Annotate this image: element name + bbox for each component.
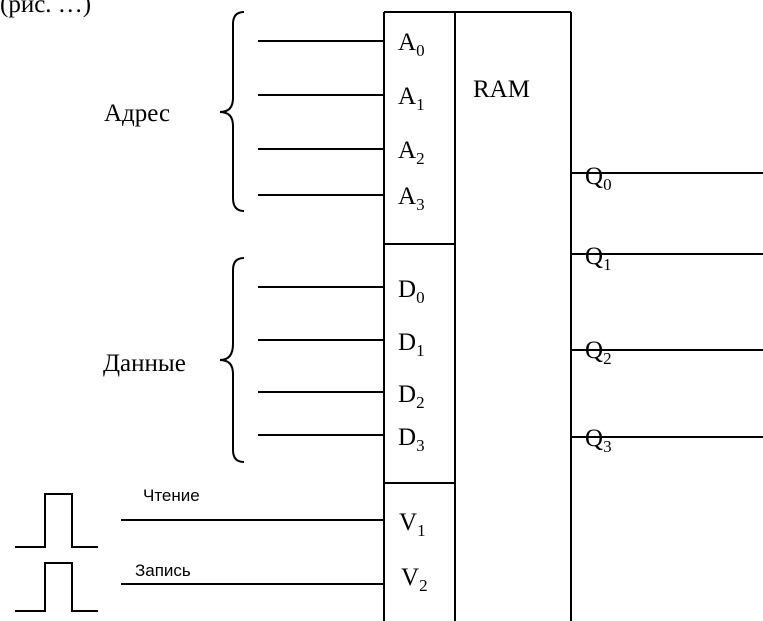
control-pins: V1 V2 <box>399 509 428 595</box>
read-pulse-icon <box>15 493 98 548</box>
read-label: Чтение <box>143 486 200 505</box>
pin-q1: Q1 <box>585 243 612 274</box>
output-pins: Q0 Q1 Q2 Q3 <box>585 163 612 456</box>
chip-label: RAM <box>473 76 530 103</box>
pin-q0: Q0 <box>585 163 612 194</box>
data-label: Данные <box>103 350 186 377</box>
pin-d0: D0 <box>398 276 425 307</box>
address-label: Адрес <box>104 100 170 127</box>
top-partial-text: (рис. …) <box>0 0 91 18</box>
pin-a1: A1 <box>398 83 425 114</box>
output-lines <box>571 172 763 438</box>
data-brace <box>219 257 245 463</box>
pin-d2: D2 <box>398 381 425 412</box>
data-lines <box>258 286 384 436</box>
pin-a2: A2 <box>398 137 425 168</box>
write-label: Запись <box>135 561 191 580</box>
address-pins: A0 A1 A2 A3 <box>398 29 425 214</box>
pin-d1: D1 <box>398 329 425 360</box>
write-pulse-icon <box>15 562 98 612</box>
pin-v1: V1 <box>399 509 426 540</box>
pin-a3: A3 <box>398 183 425 214</box>
data-pins: D0 D1 D2 D3 <box>398 276 425 455</box>
address-brace <box>219 11 245 212</box>
pin-q2: Q2 <box>585 337 612 368</box>
pin-v2: V2 <box>401 564 428 595</box>
address-lines <box>258 40 384 196</box>
pin-q3: Q3 <box>585 425 612 456</box>
pin-d3: D3 <box>398 424 425 455</box>
pin-a0: A0 <box>398 29 425 60</box>
